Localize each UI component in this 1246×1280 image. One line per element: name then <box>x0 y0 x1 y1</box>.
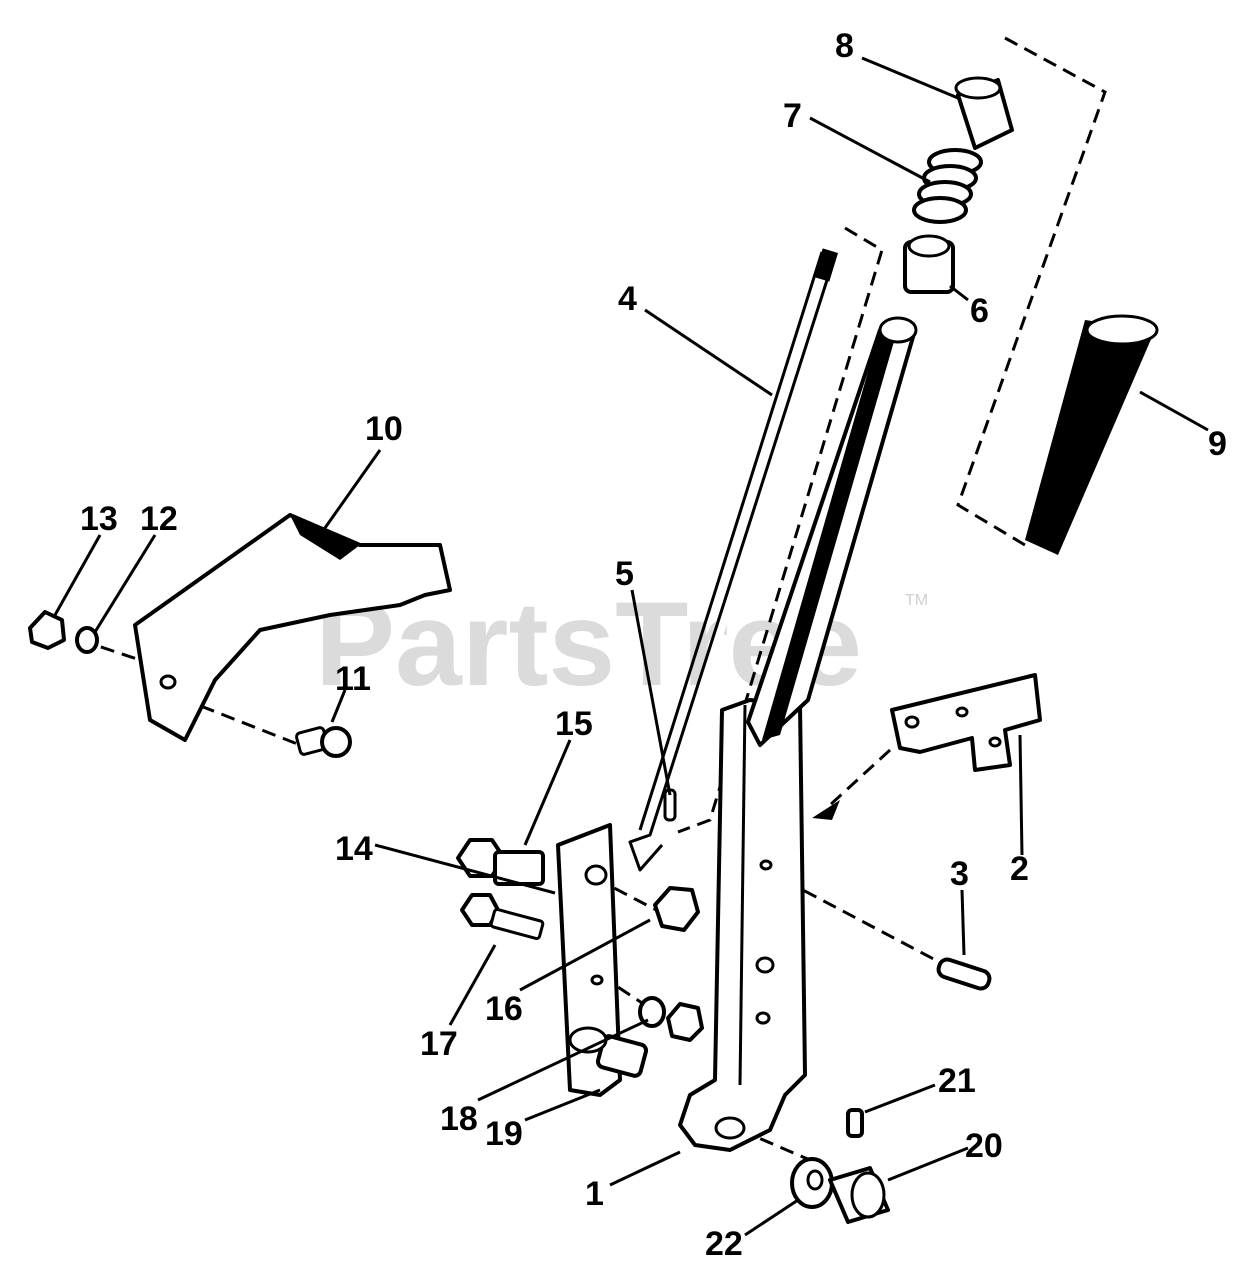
callout-4: 4 <box>618 280 637 318</box>
part-12-lock-washer <box>75 626 99 654</box>
part-18-washer <box>638 996 666 1028</box>
part-18-nut <box>666 1002 704 1042</box>
callout-17: 17 <box>420 1025 458 1063</box>
callout-19: 19 <box>485 1115 523 1153</box>
part-13-nut <box>28 610 66 650</box>
callout-7: 7 <box>783 97 802 135</box>
callout-leader-lines <box>53 56 1209 1237</box>
part-4-rod <box>628 248 839 872</box>
callout-20: 20 <box>965 1127 1003 1165</box>
part-2-bracket <box>890 673 1042 772</box>
part-14-plate <box>556 823 622 1097</box>
callout-10: 10 <box>365 410 403 448</box>
callout-21: 21 <box>938 1062 976 1100</box>
part-7-spring <box>912 148 983 224</box>
part-9-grip <box>1025 314 1159 555</box>
callout-9: 9 <box>1208 425 1227 463</box>
part-3-roll-pin <box>936 957 992 991</box>
callout-8: 8 <box>835 27 854 65</box>
callout-6: 6 <box>970 292 989 330</box>
part-22-washer <box>790 1157 834 1209</box>
direction-arrow <box>812 800 840 820</box>
part-6-bushing <box>903 234 955 294</box>
callout-18: 18 <box>440 1100 478 1138</box>
part-10-lever-cover <box>133 513 452 742</box>
callout-22: 22 <box>705 1225 743 1263</box>
callout-15: 15 <box>555 705 593 743</box>
part-17-bolt <box>460 893 545 940</box>
callout-13: 13 <box>80 500 118 538</box>
part-8-nut <box>954 76 1014 150</box>
callout-11: 11 <box>335 660 371 698</box>
part-20-collar <box>828 1166 890 1224</box>
part-21-set-screw <box>846 1108 864 1138</box>
callout-5: 5 <box>615 555 634 593</box>
callout-labels: 8 7 6 4 9 10 13 12 5 11 15 14 2 3 16 17 … <box>80 27 1227 1263</box>
callout-1: 1 <box>585 1175 604 1213</box>
part-11-bolt <box>295 726 352 758</box>
part-4-handle-tube <box>746 316 918 747</box>
callout-14: 14 <box>335 830 373 868</box>
part-16-nut <box>653 886 700 932</box>
part-19-pin <box>568 1026 649 1078</box>
callout-12: 12 <box>140 500 178 538</box>
part-15-bolt <box>456 838 545 886</box>
watermark-trademark: TM <box>905 592 928 609</box>
callout-3: 3 <box>950 855 969 893</box>
callout-16: 16 <box>485 990 523 1028</box>
part-1-lever-arm <box>678 698 807 1152</box>
callout-2: 2 <box>1010 850 1029 888</box>
